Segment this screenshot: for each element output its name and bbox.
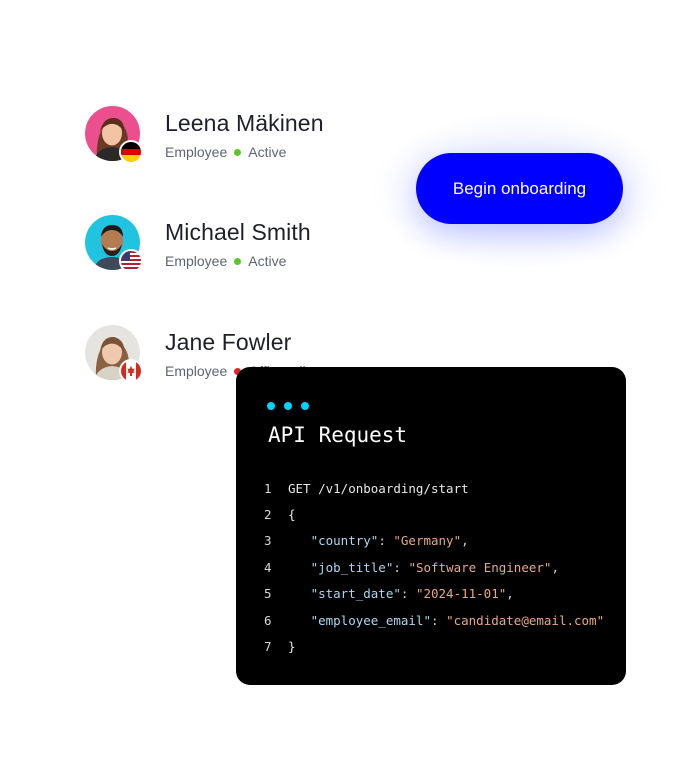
employee-name: Leena Mäkinen [165,110,324,136]
window-dots-icon [267,397,318,415]
status-dot [234,258,242,266]
status-dot [234,149,242,157]
ca-flag-icon [119,359,143,383]
employee-status: Active [248,144,287,160]
employee-role: Employee [165,363,228,379]
code-line: 2{ [264,507,296,523]
employee-meta: Employee Active [165,253,286,269]
code-line: 5 "start_date": "2024-11-01", [264,586,514,602]
employee-name: Michael Smith [165,219,311,245]
employee-role: Employee [165,253,228,269]
code-line: 7} [264,639,296,655]
begin-onboarding-button[interactable]: Begin onboarding [416,153,623,224]
us-flag-icon [119,249,143,273]
employee-role: Employee [165,144,228,160]
code-line: 4 "job_title": "Software Engineer", [264,559,559,575]
employee-status: Active [248,253,287,269]
code-line: 6 "employee_email": "candidate@email.com… [264,612,605,628]
code-panel-title: API Request [268,423,408,447]
employee-meta: Employee Active [165,144,286,160]
code-line: 3 "country": "Germany", [264,533,469,549]
de-flag-icon [119,140,143,164]
employee-name: Jane Fowler [165,329,292,355]
